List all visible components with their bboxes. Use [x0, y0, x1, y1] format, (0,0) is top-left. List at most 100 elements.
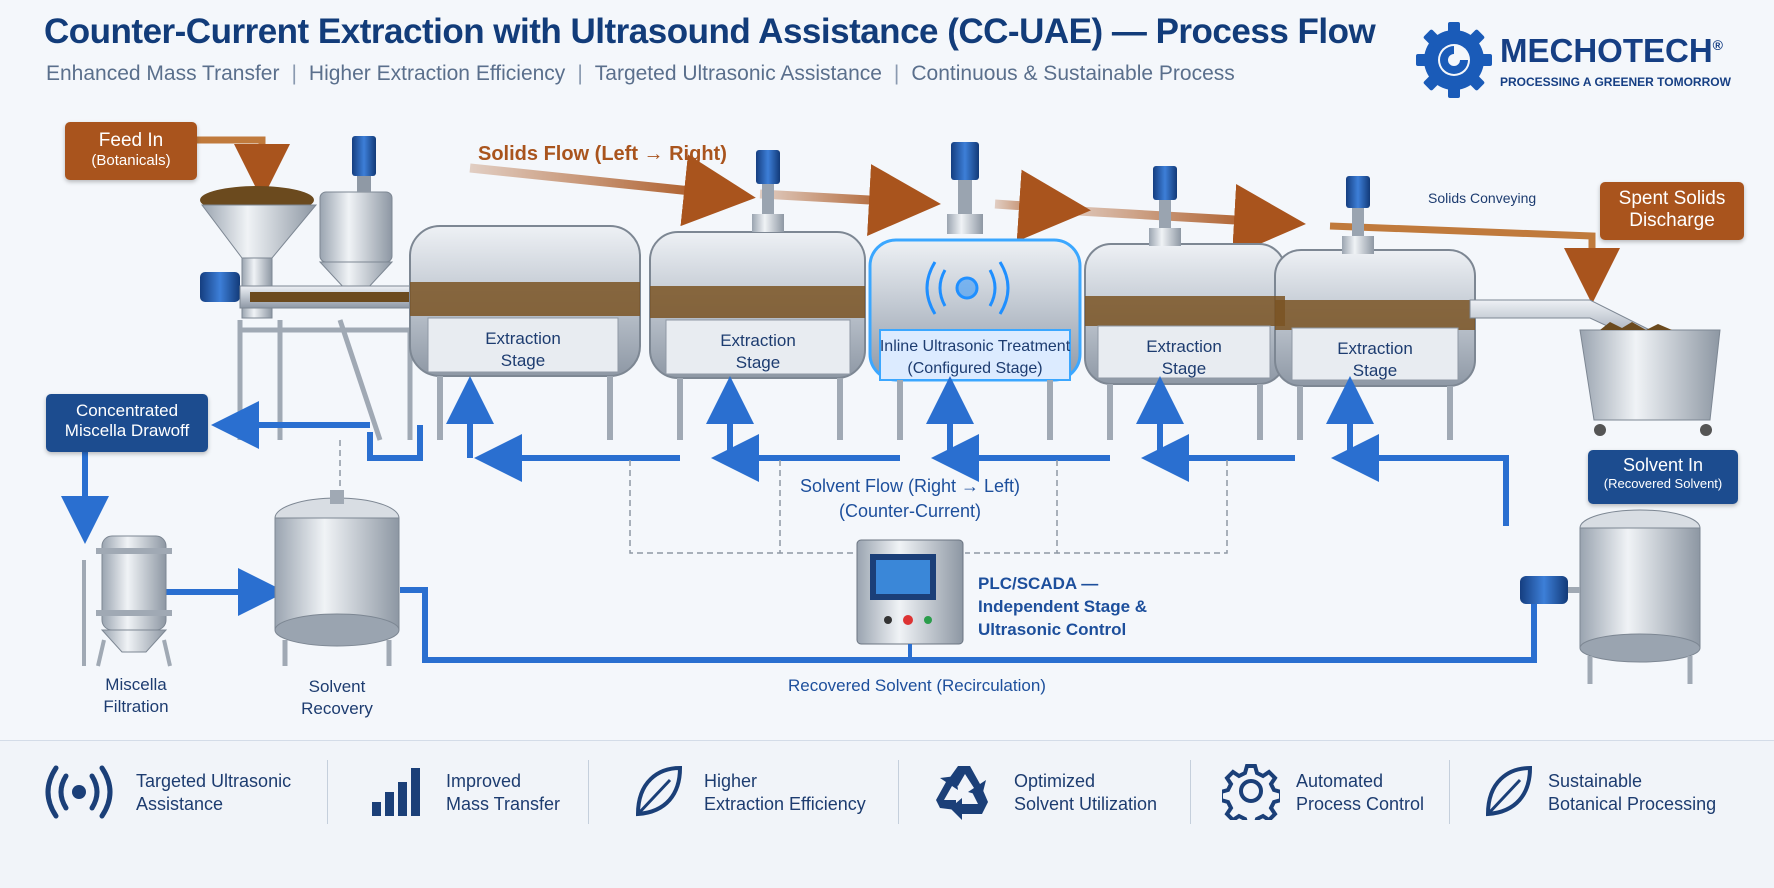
- feature-divider: [1190, 760, 1191, 824]
- subtitle-item-ultrasonic: Targeted Ultrasonic Assistance: [594, 62, 882, 85]
- solvent-flow-title: Solvent Flow (Right → Left): [799, 476, 1021, 496]
- subtitle-item-mass-transfer: Enhanced Mass Transfer: [46, 62, 280, 85]
- stage-4-subtitle: Stage: [1161, 359, 1207, 378]
- stage-1-subtitle: Stage: [500, 351, 546, 370]
- subtitle-separator: |: [893, 62, 900, 85]
- gear-icon: [1416, 22, 1492, 98]
- spent-solids-box: Spent Solids Discharge: [1600, 182, 1744, 240]
- miscella-filtration-subtitle: Filtration: [103, 697, 169, 716]
- feature-efficiency-line1: Higher: [704, 771, 758, 791]
- subtitle-item-efficiency: Higher Extraction Efficiency: [308, 62, 566, 85]
- solvent-recovery-subtitle: Recovery: [301, 699, 373, 718]
- bar-chart-icon: [372, 768, 420, 816]
- concentrated-miscella-box: Concentrated Miscella Drawoff: [46, 394, 208, 452]
- plc-label: PLC/SCADA — Independent Stage & Ultrason…: [978, 572, 1147, 641]
- feature-efficiency-line2: Extraction Efficiency: [704, 794, 866, 814]
- solvent-in-sublabel: (Recovered Solvent): [1603, 476, 1723, 491]
- feed-in-label: Feed In: [98, 130, 164, 151]
- feature-solvent-line1: Optimized: [1014, 771, 1096, 791]
- solvent-in-box: Solvent In (Recovered Solvent): [1588, 450, 1738, 504]
- spent-solids-sublabel: Discharge: [1629, 210, 1715, 231]
- miscella-filter-vessel: [82, 535, 172, 667]
- control-signal-lines: [339, 440, 1228, 554]
- stage-1-title: Extraction: [485, 329, 561, 348]
- feature-mass-transfer-line1: Improved: [446, 771, 522, 791]
- miscella-filtration-label: Miscella Filtration: [76, 674, 196, 718]
- plc-label-line3: Ultrasonic Control: [978, 620, 1127, 639]
- leaf-icon: [635, 765, 683, 817]
- ultrasonic-waves-icon: [925, 261, 1010, 315]
- solvent-in-tank: [1520, 509, 1701, 684]
- plc-label-line2: Independent Stage &: [978, 597, 1148, 616]
- feature-ultrasonic-line1: Targeted Ultrasonic: [136, 771, 292, 791]
- spent-solids-label: Spent Solids: [1618, 188, 1726, 209]
- stage-4-title: Extraction: [1146, 337, 1222, 356]
- stage-5-subtitle: Stage: [1352, 361, 1398, 380]
- feature-sustainable-line1: Sustainable: [1548, 771, 1643, 791]
- solvent-flow-pipes: [61, 376, 1537, 663]
- concentrated-miscella-sublabel: Miscella Drawoff: [64, 421, 190, 440]
- solvent-flow-subtitle: (Counter-Current): [838, 501, 982, 521]
- spent-solids-conveyor: [1469, 299, 1721, 436]
- feature-divider: [898, 760, 899, 824]
- stage-motors: [752, 142, 1374, 254]
- solvent-recovery-tank: [274, 490, 400, 666]
- feature-divider: [588, 760, 589, 824]
- solids-conveying-label: Solids Conveying: [1428, 190, 1537, 206]
- stage-5-title: Extraction: [1337, 339, 1413, 358]
- plc-label-line1: PLC/SCADA —: [978, 574, 1099, 593]
- recycle-icon: [936, 766, 988, 820]
- ultrasonic-stage-label: Inline Ultrasonic Treatment (Configured S…: [872, 336, 1078, 380]
- subtitle-bar: Enhanced Mass Transfer | Higher Extraction…: [46, 62, 1235, 86]
- support-frame: [237, 319, 420, 441]
- subtitle-separator: |: [291, 62, 297, 85]
- recovered-solvent-label: Recovered Solvent (Recirculation): [788, 676, 1046, 695]
- feature-divider: [327, 760, 328, 824]
- stage-2-subtitle: Stage: [735, 353, 781, 372]
- solvent-flow-label: Solvent Flow (Right → Left) (Counter-Cur…: [770, 474, 1050, 524]
- ultrasonic-stage-subtitle: (Configured Stage): [907, 360, 1043, 377]
- feature-divider: [1449, 760, 1450, 824]
- page-title: Counter-Current Extraction with Ultrasou…: [44, 12, 1376, 51]
- solvent-in-label: Solvent In: [1622, 455, 1704, 475]
- ultrasound-waves-icon: [45, 765, 113, 819]
- feature-sustainable-line2: Botanical Processing: [1548, 794, 1717, 814]
- solvent-recovery-title: Solvent: [308, 677, 366, 696]
- subtitle-separator: |: [577, 62, 583, 85]
- feature-ultrasonic-line2: Assistance: [136, 794, 224, 814]
- feature-solvent-line2: Solvent Utilization: [1014, 794, 1158, 814]
- logo-tagline: PROCESSING A GREENER TOMORROW: [1500, 75, 1731, 89]
- solids-flow-label: Solids Flow (Left → Right): [478, 143, 727, 165]
- feed-in-box: Feed In (Botanicals): [65, 122, 197, 180]
- gear-icon: [1219, 764, 1283, 828]
- feature-bar: [0, 740, 1774, 888]
- feature-mass-transfer-line2: Mass Transfer: [446, 794, 561, 814]
- feed-in-sublabel: (Botanicals): [91, 152, 171, 169]
- plc-control-panel: [856, 539, 964, 660]
- concentrated-miscella-label: Concentrated: [75, 401, 179, 420]
- ultrasonic-stage-title: Inline Ultrasonic Treatment: [879, 338, 1071, 355]
- logo-name: MECHOTECH®: [1500, 32, 1723, 70]
- solvent-recovery-label: Solvent Recovery: [277, 676, 397, 720]
- stage-2-title: Extraction: [720, 331, 796, 350]
- process-diagram: [61, 136, 1721, 684]
- logo-registered-mark: ®: [1712, 37, 1723, 53]
- leaf-icon: [1485, 765, 1533, 817]
- subtitle-item-sustainable: Continuous & Sustainable Process: [911, 62, 1235, 85]
- extraction-stages: [409, 225, 1476, 440]
